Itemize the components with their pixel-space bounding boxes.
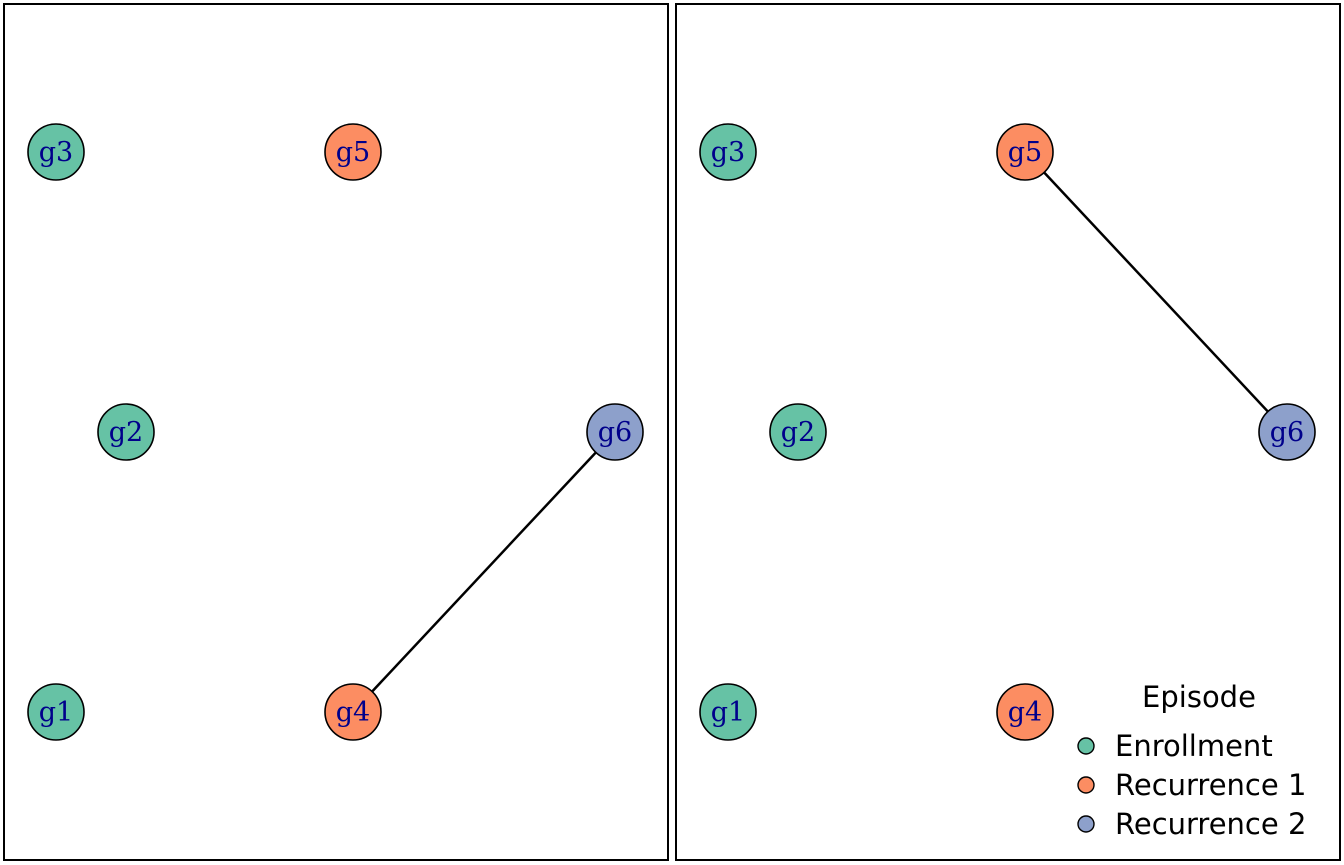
edge-g5-g6 <box>1024 151 1288 433</box>
node-label: g2 <box>109 417 143 448</box>
node-g5[interactable]: g5 <box>996 123 1054 181</box>
node-g4[interactable]: g4 <box>996 683 1054 741</box>
legend-item-enrollment: Enrollment <box>1077 729 1273 763</box>
network-panel-right: g3 g5 g2 g6 g1 g4 <box>675 3 1341 861</box>
legend-swatch <box>1077 815 1095 833</box>
node-circle <box>324 683 382 741</box>
node-g2[interactable]: g2 <box>769 403 827 461</box>
legend-item-recurrence_1: Recurrence 1 <box>1077 768 1306 802</box>
node-circle <box>1258 403 1316 461</box>
node-g1[interactable]: g1 <box>27 683 85 741</box>
node-g6[interactable]: g6 <box>1258 403 1316 461</box>
node-label: g4 <box>336 697 370 728</box>
edge-g4-g6 <box>352 431 616 713</box>
legend-item-recurrence_2: Recurrence 2 <box>1077 807 1306 841</box>
node-g6[interactable]: g6 <box>586 403 644 461</box>
node-label: g5 <box>1008 137 1042 168</box>
node-label: g6 <box>1270 417 1304 448</box>
node-label: g2 <box>781 417 815 448</box>
node-circle <box>27 683 85 741</box>
node-g5[interactable]: g5 <box>324 123 382 181</box>
node-label: g1 <box>39 697 73 728</box>
legend-swatch <box>1077 737 1095 755</box>
node-label: g3 <box>711 137 745 168</box>
node-circle <box>996 123 1054 181</box>
network-panel-left: g3 g5 g2 g6 g1 g4 <box>3 3 669 861</box>
node-label: g5 <box>336 137 370 168</box>
node-g2[interactable]: g2 <box>97 403 155 461</box>
node-circle <box>27 123 85 181</box>
node-label: g1 <box>711 697 745 728</box>
node-circle <box>769 403 827 461</box>
legend-label: Enrollment <box>1115 729 1273 763</box>
panel-left-frame <box>3 3 669 861</box>
legend-label: Recurrence 2 <box>1115 807 1306 841</box>
node-circle <box>996 683 1054 741</box>
node-label: g4 <box>1008 697 1042 728</box>
legend-label: Recurrence 1 <box>1115 768 1306 802</box>
panel-right-frame <box>675 3 1341 861</box>
legend-swatch <box>1077 776 1095 794</box>
node-circle <box>97 403 155 461</box>
node-circle <box>324 123 382 181</box>
node-g3[interactable]: g3 <box>699 123 757 181</box>
node-label: g6 <box>598 417 632 448</box>
node-g1[interactable]: g1 <box>699 683 757 741</box>
node-g4[interactable]: g4 <box>324 683 382 741</box>
node-g3[interactable]: g3 <box>27 123 85 181</box>
node-label: g3 <box>39 137 73 168</box>
node-circle <box>699 683 757 741</box>
node-circle <box>699 123 757 181</box>
legend-title: Episode <box>1142 680 1256 714</box>
node-circle <box>586 403 644 461</box>
